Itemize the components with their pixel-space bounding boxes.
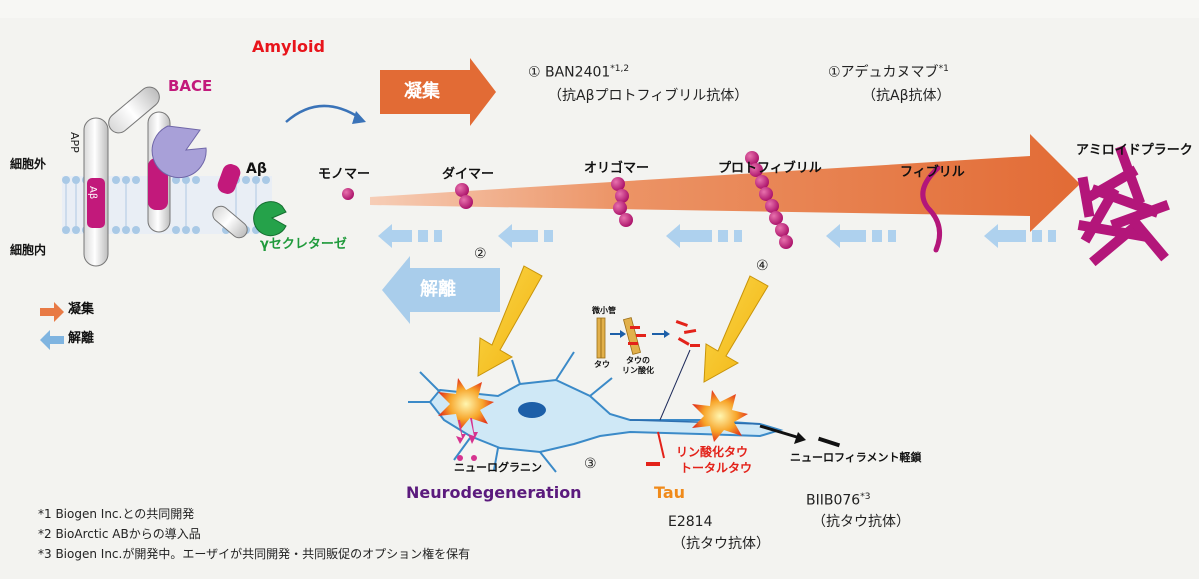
released-abeta <box>217 164 241 194</box>
gamma-secretase-label: γセクレターゼ <box>260 237 347 252</box>
gamma-pill <box>212 205 248 239</box>
tau-inset-graphic <box>596 317 700 421</box>
circled-four: ④ <box>756 258 769 274</box>
bace-pill <box>108 86 160 134</box>
bace-label: BACE <box>168 77 213 95</box>
circled-two: ② <box>474 246 487 262</box>
stage-monomer: モノマー <box>318 167 371 182</box>
inset-microtubule-label: 微小管 <box>592 306 616 315</box>
legend-dissociation: 解離 <box>68 331 95 346</box>
oligomer <box>611 177 633 227</box>
neurodegeneration-label: Neurodegeneration <box>406 483 582 502</box>
protofibril <box>745 151 793 249</box>
release-curve-arrow <box>285 104 361 123</box>
dissociation-arrow <box>382 256 500 324</box>
inset-phospho-label-2: リン酸化 <box>622 366 654 375</box>
amyloid-plaque <box>1077 145 1170 267</box>
damage-blast-1 <box>438 378 494 430</box>
biib076-description: （抗タウ抗体） <box>812 514 910 530</box>
tau-release-arrow <box>657 431 665 459</box>
footnote-2: *2 BioArctic ABからの導入品 <box>38 527 201 541</box>
biib076-name: BIIB076*3 <box>806 492 871 509</box>
app-abeta-label: Aβ <box>87 186 98 200</box>
tau-label: Tau <box>654 483 686 502</box>
dimer <box>455 183 473 209</box>
aggregation-arrow <box>380 58 496 126</box>
ban2401-name: ① BAN2401*1,2 <box>528 64 630 81</box>
aducanumab-name: ①アデュカヌマブ*1 <box>828 64 949 81</box>
stage-oligomer: オリゴマー <box>584 161 650 176</box>
stage-fibril: フィブリル <box>900 165 965 180</box>
legend-aggregation: 凝集 <box>68 302 95 317</box>
aggregation-arrow-label: 凝集 <box>404 81 440 102</box>
legend-aggregation-arrow <box>40 302 64 322</box>
gamma-secretase-enzyme <box>253 201 287 237</box>
inset-phospho-label-1: タウの <box>626 356 650 365</box>
monomer <box>342 188 354 200</box>
legend-dissociation-arrow <box>40 330 64 350</box>
fibril <box>920 165 943 253</box>
neurogranin-release <box>456 418 478 461</box>
footnote-3: *3 Biogen Inc.が開発中。エーザイが共同開発・共同販促のオプション権… <box>38 547 471 561</box>
neuron <box>408 351 784 473</box>
app-label: APP <box>68 132 81 153</box>
tau-fragment <box>646 462 660 466</box>
damage-blast-2 <box>692 390 748 442</box>
extracellular-label: 細胞外 <box>10 157 47 171</box>
aggregation-wedge-arrow <box>370 134 1080 232</box>
neurogranin-label: ニューログラニン <box>454 461 542 474</box>
e2814-description: （抗タウ抗体） <box>672 536 770 552</box>
e2814-name: E2814 <box>668 514 713 530</box>
footnote-1: *1 Biogen Inc.との共同開発 <box>38 507 195 521</box>
stage-amyloid-plaque: アミロイドプラーク <box>1076 143 1193 158</box>
intracellular-label: 細胞内 <box>10 243 47 257</box>
stage-dimer: ダイマー <box>442 167 495 182</box>
release-arrowhead <box>352 111 366 124</box>
aducanumab-description: （抗Aβ抗体） <box>862 88 951 104</box>
bace-enzyme <box>151 125 207 179</box>
inset-tau-label: タウ <box>594 360 610 369</box>
app-protein <box>83 117 109 267</box>
ban2401-description: （抗Aβプロトフィブリル抗体） <box>548 88 749 104</box>
nfl-label: ニューロフィラメント軽鎖 <box>790 451 922 464</box>
phospho-tau-label: リン酸化タウ <box>676 445 749 459</box>
abeta-label: Aβ <box>246 161 267 177</box>
nfl-arrowhead <box>794 432 806 444</box>
total-tau-label: トータルタウ <box>680 461 753 475</box>
dissociation-dash-arrows <box>378 224 1056 248</box>
amyloid-title: Amyloid <box>252 37 325 56</box>
top-strip <box>0 0 1199 18</box>
yellow-arrow-2 <box>477 265 543 377</box>
dissociation-arrow-label: 解離 <box>420 279 456 300</box>
nfl-fragment <box>817 436 841 448</box>
circled-three: ③ <box>584 456 597 472</box>
nfl-release-arrow <box>759 424 801 440</box>
yellow-arrow-4 <box>703 275 769 383</box>
stage-protofibril: プロトフィブリル <box>718 161 822 176</box>
